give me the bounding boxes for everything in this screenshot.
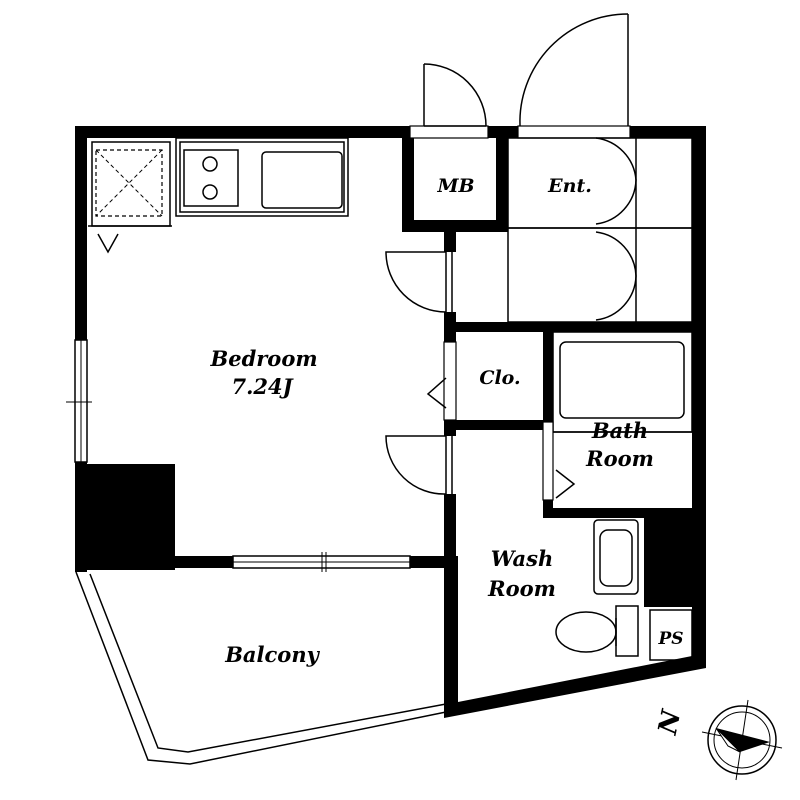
burner-2 xyxy=(202,184,218,200)
closet-door[interactable] xyxy=(426,341,457,421)
mb-label: MB xyxy=(436,175,474,197)
balcony-outline xyxy=(75,571,447,765)
ps-label: PS xyxy=(657,629,683,649)
bedroom-door-lower[interactable] xyxy=(385,435,453,495)
balcony-window xyxy=(232,552,411,572)
entrance-cabinets xyxy=(507,137,693,323)
kitchen-counter xyxy=(175,137,349,217)
compass-needle xyxy=(716,728,770,752)
exterior-walls xyxy=(75,126,706,718)
closet-label: Clo. xyxy=(479,367,520,389)
sink xyxy=(261,151,343,209)
bathtub xyxy=(552,331,693,433)
wash-label-1: Wash xyxy=(491,546,553,571)
ps-box xyxy=(649,609,693,661)
fridge-space xyxy=(88,141,172,254)
compass xyxy=(701,699,783,781)
mb-door[interactable] xyxy=(423,63,487,127)
bath-door[interactable] xyxy=(542,421,576,501)
toilet xyxy=(555,605,639,657)
balcony-label: Balcony xyxy=(224,642,320,667)
bath-label-2: Room xyxy=(585,446,654,471)
bath-label-1: Bath xyxy=(591,418,648,443)
washbasin xyxy=(593,519,639,595)
top-openings xyxy=(409,125,631,139)
burner-1 xyxy=(202,156,218,172)
wash-label-2: Room xyxy=(487,576,556,601)
bedroom-door-upper[interactable] xyxy=(385,251,453,313)
bedroom-size: 7.24J xyxy=(231,374,294,399)
compass-north-label: N xyxy=(653,706,688,738)
stove xyxy=(183,149,239,207)
entrance-door[interactable] xyxy=(519,13,629,127)
interior-walls xyxy=(402,126,706,556)
left-window xyxy=(66,339,92,463)
entrance-label: Ent. xyxy=(547,175,592,197)
bedroom-label: Bedroom xyxy=(209,346,317,371)
